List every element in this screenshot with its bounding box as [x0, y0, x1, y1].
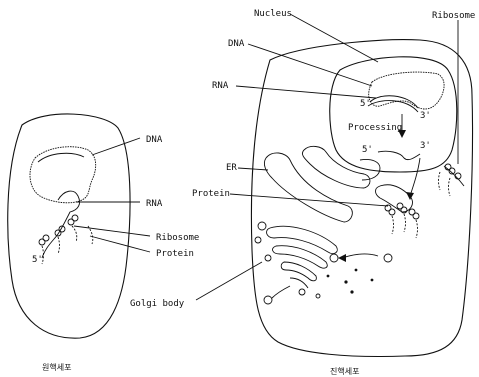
- eukaryote-protein-label: Protein: [192, 189, 230, 199]
- golgi-body: [255, 222, 337, 298]
- prokaryote-ribosome-label: Ribosome: [156, 233, 199, 243]
- nucleus-label: Nucleus: [254, 9, 292, 19]
- prokaryote-five-prime: 5': [32, 255, 43, 265]
- prokaryote-ribosomes: [39, 215, 93, 264]
- five-prime-label-b: 5': [362, 145, 373, 155]
- eukaryote-dna-label: DNA: [228, 39, 245, 49]
- eukaryote-rna-label: RNA: [212, 81, 229, 91]
- prokaryote-caption: 원핵세포: [42, 362, 71, 372]
- prokaryote-cell: DNA RNA Ribosome Protein 5' 원핵세포: [8, 114, 200, 372]
- er-label: ER: [226, 163, 237, 173]
- secretory-vesicles: [264, 254, 392, 304]
- prokaryote-rna-label: RNA: [146, 199, 163, 209]
- eukaryote-ribosome-label: Ribosome: [432, 11, 475, 21]
- prokaryote-protein-label: Protein: [156, 249, 194, 259]
- eukaryote-ribosomes-er: [385, 203, 419, 238]
- prokaryote-dna-label: DNA: [146, 135, 163, 145]
- endoplasmic-reticulum: [264, 146, 412, 222]
- eukaryote-cell: Nucleus Ribosome DNA RNA 5' 3' Processin…: [130, 9, 475, 376]
- three-prime-label-b: 3': [420, 141, 431, 151]
- five-prime-label-a: 5': [360, 99, 371, 109]
- eukaryote-caption: 진핵세포: [330, 366, 359, 376]
- three-prime-label-a: 3': [420, 111, 431, 121]
- golgi-label: Golgi body: [130, 299, 185, 309]
- prokaryote-rna: [42, 191, 80, 258]
- eukaryote-ribosomes-free: [439, 164, 465, 196]
- processing-label: Processing: [348, 123, 402, 133]
